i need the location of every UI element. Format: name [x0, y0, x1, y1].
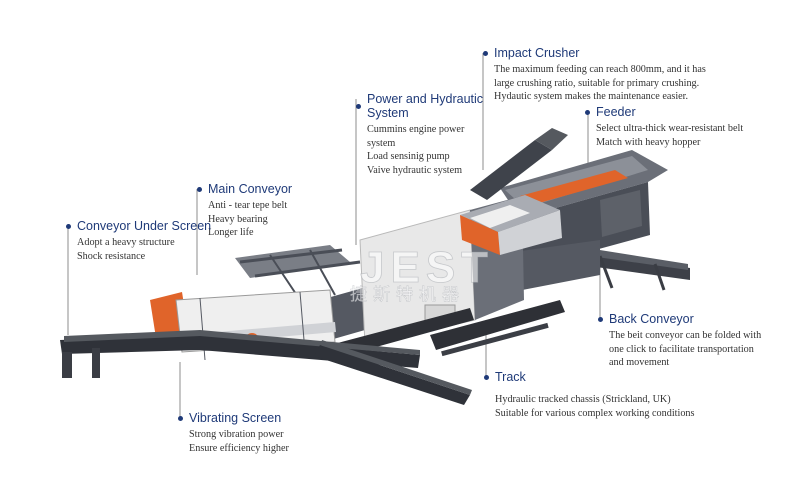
side-conveyor	[314, 340, 472, 405]
bullet-dot-icon	[598, 316, 603, 322]
callout-vibrating-screen: Vibrating Screen Strong vibration power …	[178, 411, 289, 455]
callout-back-conveyor: Back Conveyor The beit conveyor can be f…	[598, 312, 761, 370]
bullet-dot-icon	[585, 109, 590, 115]
bullet-dot-icon	[66, 223, 71, 229]
bullet-dot-icon	[178, 415, 183, 421]
callout-description: Hydraulic tracked chassis (Strickland, U…	[495, 394, 695, 419]
callout-title: Track	[495, 370, 526, 384]
callout-description: The maximum feeding can reach 800mm, and…	[494, 64, 706, 102]
callout-main-conveyor: Main Conveyor Anti - tear tepe belt Heav…	[197, 182, 292, 240]
callout-description: Strong vibration power Ensure efficiency…	[189, 429, 289, 454]
callout-title: Vibrating Screen	[189, 411, 282, 425]
callout-description: Adopt a heavy structure Shock resistance	[77, 237, 175, 262]
impact-crusher	[460, 195, 562, 255]
callout-track: Track Hydraulic tracked chassis (Strickl…	[484, 370, 694, 420]
bullet-dot-icon	[483, 50, 488, 56]
callout-description: Select ultra-thick wear-resistant belt M…	[596, 123, 744, 148]
callout-title: Impact Crusher	[494, 46, 580, 60]
callout-title: Back Conveyor	[609, 312, 694, 326]
callout-feeder: Feeder Select ultra-thick wear-resistant…	[585, 105, 743, 149]
callout-description: The beit conveyor can be folded with one…	[609, 330, 762, 368]
callout-power-hydraulic: Power and Hydrautic System Cummins engin…	[356, 92, 483, 177]
callout-impact-crusher: Impact Crusher The maximum feeding can r…	[483, 46, 706, 104]
bullet-dot-icon	[356, 103, 361, 109]
callout-description: Anti - tear tepe belt Heavy bearing Long…	[208, 200, 288, 238]
callout-title: Feeder	[596, 105, 636, 119]
callout-conveyor-under-screen: Conveyor Under Screen Adopt a heavy stru…	[66, 219, 211, 263]
callout-description: Cummins engine power system Load sensini…	[367, 124, 465, 176]
bullet-dot-icon	[197, 186, 202, 192]
bullet-dot-icon	[484, 374, 489, 380]
watermark-latin: JEST	[360, 243, 494, 292]
upper-conveyor	[470, 128, 568, 200]
callout-title: Conveyor Under Screen	[77, 219, 212, 233]
watermark-cjk: 捷斯特机器	[350, 285, 465, 305]
callout-title: Power and Hydrautic System	[367, 92, 484, 120]
feeder	[500, 150, 668, 270]
callout-title: Main Conveyor	[208, 182, 293, 196]
